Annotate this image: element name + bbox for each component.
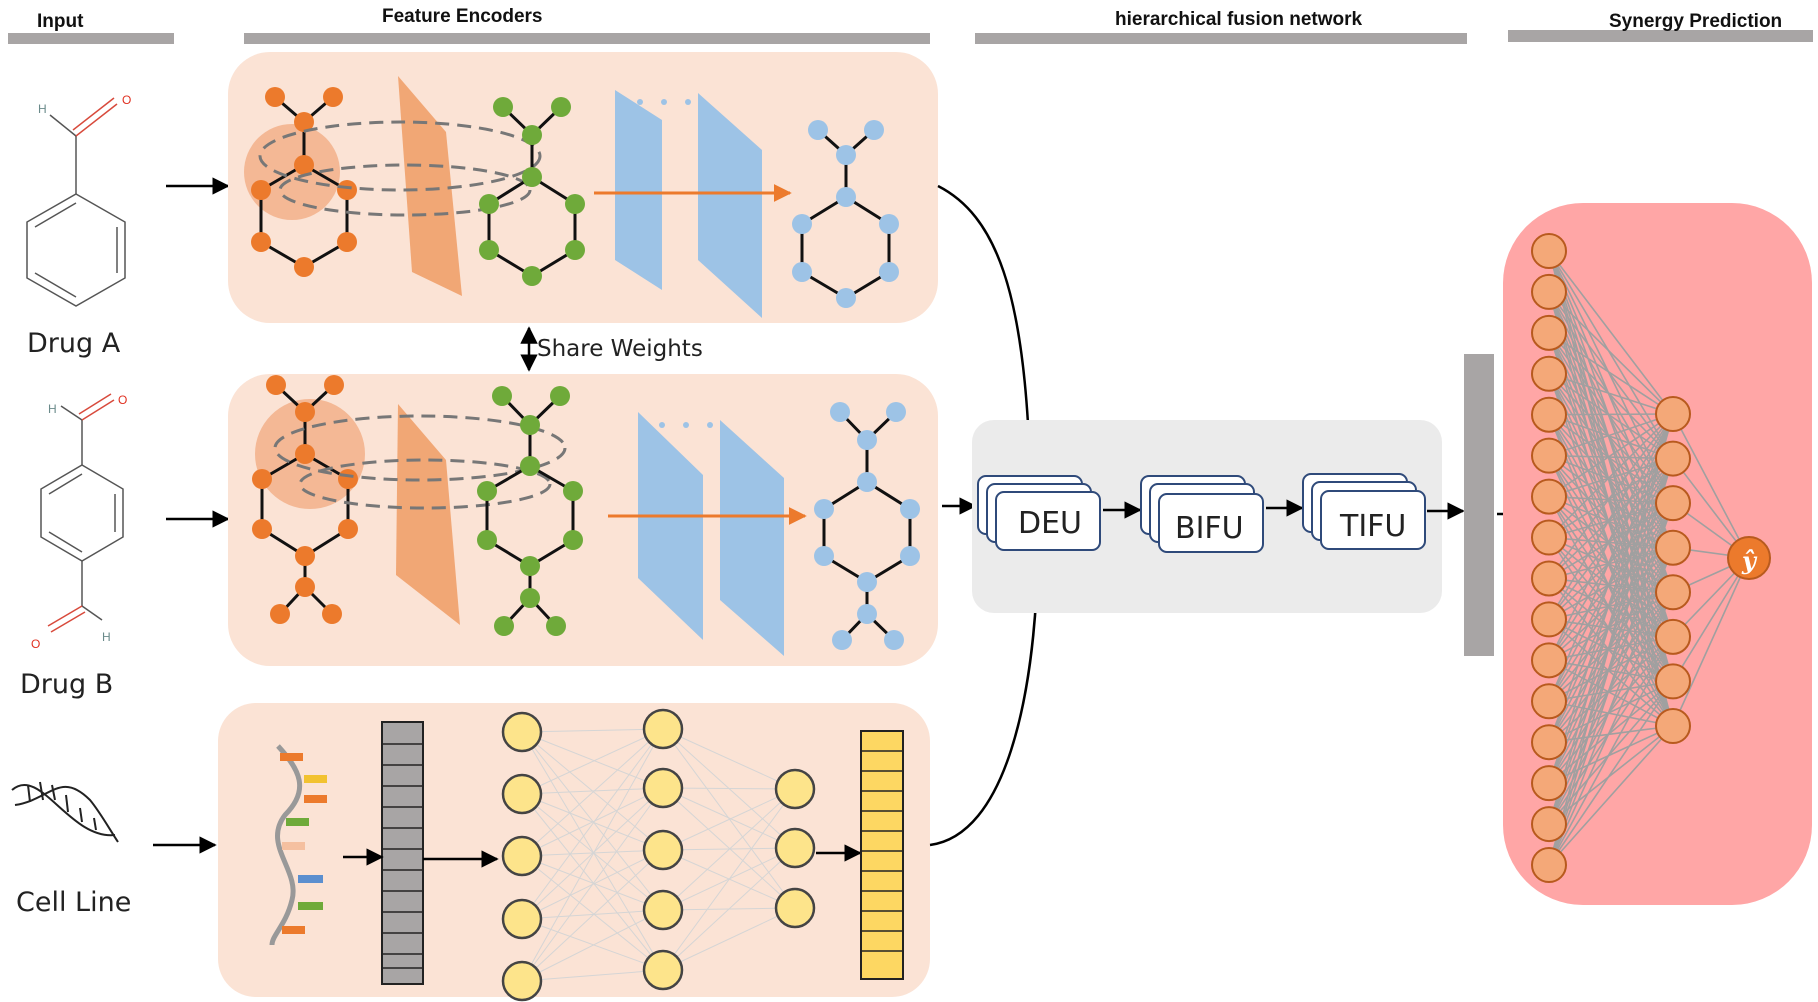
prediction-input-node	[1531, 396, 1567, 433]
cell-encoder-node	[501, 835, 543, 877]
drug-b-label: Drug B	[20, 669, 113, 700]
prediction-hidden-node	[1655, 440, 1691, 477]
cell-encoder-node	[774, 827, 816, 869]
cell-line-encoder-panel	[218, 703, 930, 997]
cell-encoder-node	[501, 773, 543, 815]
drug-a-h-atom: H	[38, 102, 47, 116]
deu-label: DEU	[1018, 506, 1082, 541]
cell-encoder-node	[642, 829, 684, 871]
prediction-input-node	[1531, 765, 1567, 802]
bifu-unit: BIFU	[1140, 475, 1264, 553]
prediction-hidden-node	[1655, 396, 1691, 432]
header-fusion-network: hierarchical fusion network	[1115, 9, 1362, 30]
prediction-input-node	[1531, 806, 1567, 843]
prediction-input-node	[1531, 683, 1567, 720]
drug-b-o-atom-top: O	[118, 393, 127, 407]
prediction-hidden-node	[1655, 618, 1691, 655]
header-synergy-prediction: Synergy Prediction	[1609, 11, 1782, 32]
drug-a-to-fusion-arrow	[937, 184, 1039, 472]
prediction-input-node	[1531, 314, 1567, 351]
prediction-hidden-node	[1655, 708, 1691, 744]
header-input: Input	[37, 11, 84, 32]
prediction-input-node	[1531, 642, 1567, 679]
tifu-unit: TIFU	[1302, 473, 1426, 550]
prediction-input-node	[1531, 560, 1567, 597]
cell-line-embedding	[860, 730, 904, 980]
prediction-input-node	[1531, 355, 1567, 392]
dna-icon	[11, 781, 119, 843]
cell-encoder-node	[501, 898, 543, 940]
prediction-hidden-node	[1655, 574, 1691, 611]
cell-line-label: Cell Line	[16, 887, 131, 918]
cell-encoder-node	[501, 711, 543, 753]
prediction-input-node	[1531, 519, 1567, 556]
cell-encoder-node	[774, 887, 816, 929]
prediction-input-node	[1531, 724, 1567, 761]
bifu-label: BIFU	[1175, 511, 1244, 546]
drug-a-gnn-encoder	[244, 76, 899, 318]
cell-encoder-node	[642, 767, 684, 809]
prediction-input-node	[1531, 437, 1567, 474]
fused-feature-bar	[1464, 354, 1494, 656]
prediction-input-node	[1531, 847, 1567, 883]
cell-encoder-node	[501, 960, 543, 1002]
drug-b-h-atom-bottom: H	[102, 630, 111, 644]
cell-encoder-node	[642, 889, 684, 931]
cell-line-mlp-encoder	[269, 708, 904, 1002]
prediction-output-node	[1727, 536, 1771, 580]
drug-a-label: Drug A	[27, 328, 121, 359]
cell-encoder-node	[642, 949, 684, 991]
share-weights-label: Share Weights	[537, 336, 703, 362]
output-symbol: ŷ	[1741, 546, 1758, 575]
drug-b-structure	[40, 393, 124, 633]
prediction-input-node	[1531, 273, 1567, 310]
drug-b-h-atom-top: H	[48, 402, 57, 416]
drug-b-gnn-encoder	[252, 375, 920, 656]
drug-a-o-atom: O	[122, 93, 131, 107]
deu-unit: DEU	[977, 475, 1101, 551]
prediction-input-node	[1531, 233, 1567, 269]
section-headers: Input Feature Encoders hierarchical fusi…	[8, 6, 1813, 44]
prediction-hidden-node	[1655, 485, 1691, 522]
cell-encoder-node	[774, 768, 816, 810]
tifu-label: TIFU	[1339, 509, 1406, 544]
cell-encoder-node	[642, 708, 684, 750]
prediction-hidden-node	[1655, 529, 1691, 566]
header-feature-encoders: Feature Encoders	[382, 6, 543, 27]
prediction-input-node	[1531, 478, 1567, 515]
expression-vector	[381, 721, 424, 985]
prediction-input-node	[1531, 601, 1567, 638]
drug-a-structure	[26, 97, 126, 307]
drug-b-o-atom-bottom: O	[31, 637, 40, 651]
prediction-hidden-node	[1655, 663, 1691, 700]
